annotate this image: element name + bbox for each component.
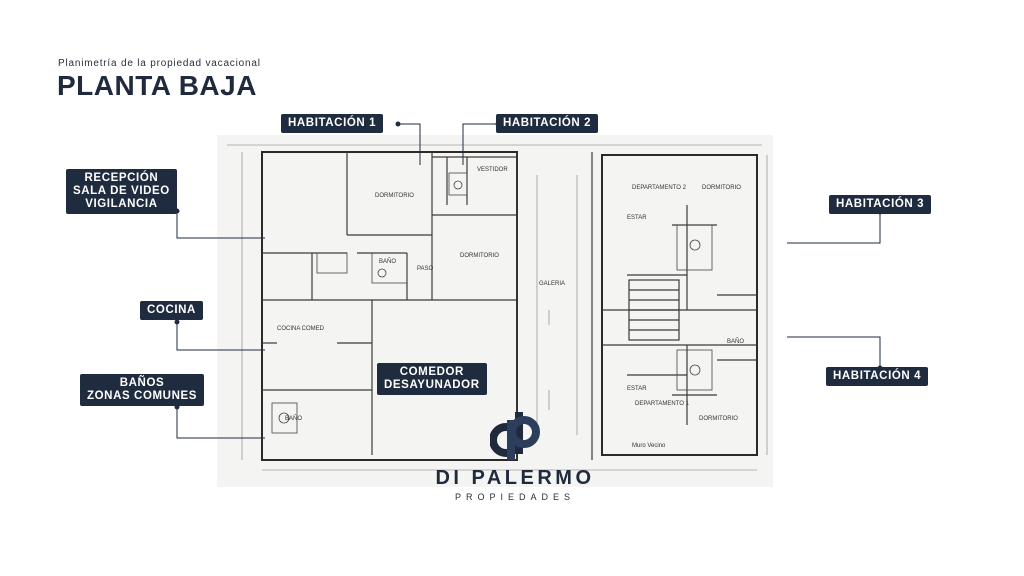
plan-text-galeria: GALERIA [539,281,565,287]
plan-text-bano-3: BAÑO [727,338,744,345]
label-habitacion-2: HABITACIÓN 2 [496,114,599,133]
plan-outer-wall-right [601,154,758,456]
plan-text-vestidor: VESTIDOR [477,167,508,173]
label-habitacion-4: HABITACIÓN 4 [826,367,929,386]
plan-text-bano-1: BAÑO [379,258,396,265]
label-banos-zonas-comunes: BAÑOS ZONAS COMUNES [80,374,205,406]
label-recepcion: RECEPCIÓN SALA DE VIDEO VIGILANCIA [66,169,177,214]
brand-logo: DI PALERMO PROPIEDADES [420,410,610,505]
plan-text-estar-2: ESTAR [627,386,647,392]
label-habitacion-3: HABITACIÓN 3 [829,195,932,214]
label-comedor-desayunador: COMEDOR DESAYUNADOR [377,363,487,395]
plan-text-departamento-1: DEPARTAMENTO 1 [635,401,690,407]
plan-text-estar-1: ESTAR [627,215,647,221]
plan-text-cocina-comedor: COCINA COMED [277,326,325,332]
plan-text-dormitorio-3: DORMITORIO [702,185,741,191]
page-title: PLANTA BAJA [57,70,257,101]
floor-plan-drawing: DORMITORIO DORMITORIO VESTIDOR BAÑO BAÑO… [227,144,768,471]
plan-text-paso: PASO [417,266,434,272]
plan-text-dormitorio-1: DORMITORIO [375,193,414,199]
page-subtitle: Planimetría de la propiedad vacacional [58,58,261,69]
brand-tagline: PROPIEDADES [454,492,576,502]
brand-name: DI PALERMO [435,467,595,489]
plan-text-muro-vecino: Muro Vecino [632,443,666,449]
plan-text-departamento-2: DEPARTAMENTO 2 [632,185,687,191]
plan-text-dormitorio-4: DORMITORIO [699,416,738,422]
label-cocina: COCINA [140,301,203,320]
plan-text-bano-2: BAÑO [285,415,302,422]
plan-text-dormitorio-2: DORMITORIO [460,253,499,259]
label-habitacion-1: HABITACIÓN 1 [281,114,384,133]
dp-monogram-icon [490,412,540,460]
